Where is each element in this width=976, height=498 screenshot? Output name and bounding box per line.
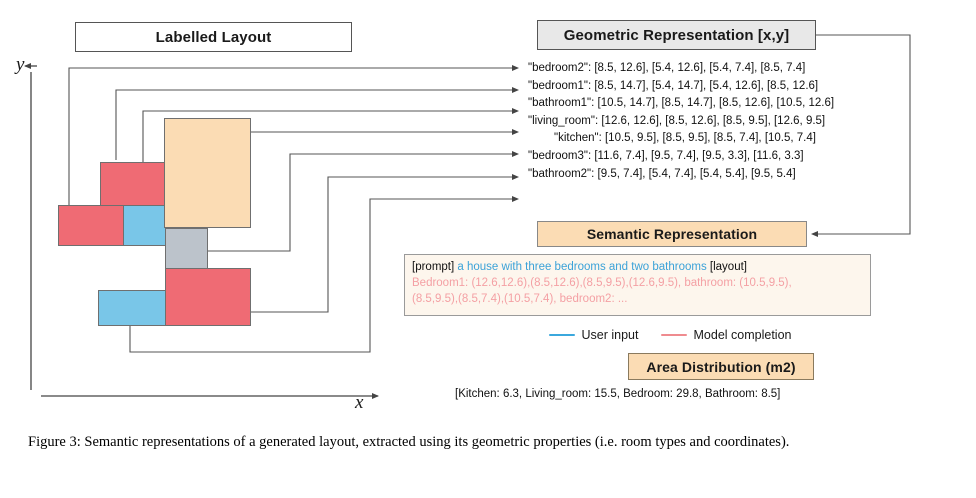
prompt-user-text: a house with three bedrooms and two bath… xyxy=(457,261,707,273)
area-distribution-values: [Kitchen: 6.3, Living_room: 15.5, Bedroo… xyxy=(455,388,781,400)
geometric-line-bathroom1: "bathroom1": [10.5, 14.7], [8.5, 14.7], … xyxy=(528,97,835,110)
geometric-line-bathroom2: "bathroom2": [9.5, 7.4], [5.4, 7.4], [5.… xyxy=(528,167,796,180)
legend-label-user-input: User input xyxy=(581,328,639,342)
y-axis-label: y xyxy=(16,54,25,75)
room-bedroom1 xyxy=(100,162,166,206)
geometric-line-kitchen: "kitchen": [10.5, 9.5], [8.5, 9.5], [8.5… xyxy=(554,132,816,145)
prompt-completion-block: [prompt] a house with three bedrooms and… xyxy=(404,254,871,316)
legend-label-model-completion: Model completion xyxy=(693,328,792,342)
legend-item-user-input: User input xyxy=(548,328,639,342)
room-bathroom1 xyxy=(123,205,166,246)
area-distribution-title: Area Distribution (m2) xyxy=(628,353,814,380)
room-kitchen xyxy=(165,228,208,269)
layout-tag: [layout] xyxy=(709,261,747,273)
labelled-layout-title: Labelled Layout xyxy=(75,22,352,52)
geometric-representation-title: Geometric Representation [x,y] xyxy=(537,20,816,50)
room-living-room xyxy=(164,118,251,228)
prompt-tag: [prompt] xyxy=(412,261,455,273)
legend: User input Model completion xyxy=(520,325,820,345)
figure-caption: Figure 3: Semantic representations of a … xyxy=(28,434,790,450)
semantic-representation-title: Semantic Representation xyxy=(537,221,807,247)
legend-swatch-model-completion xyxy=(660,333,687,337)
completion-line-1: Bedroom1: (12.6,12.6),(8.5,12.6),(8.5,9.… xyxy=(412,277,792,289)
geometric-line-bedroom1: "bedroom1": [8.5, 14.7], [5.4, 14.7], [5… xyxy=(528,79,819,92)
completion-line-2: (8.5,9.5),(8.5,7.4),(10.5,7.4), bedroom2… xyxy=(412,293,628,305)
room-bedroom2 xyxy=(58,205,124,246)
prompt-first-line: [prompt] a house with three bedrooms and… xyxy=(412,259,863,275)
geometric-line-bedroom3: "bedroom3": [11.6, 7.4], [9.5, 7.4], [9.… xyxy=(528,149,804,162)
room-bedroom3 xyxy=(165,268,251,326)
x-axis-label: x xyxy=(355,392,364,413)
legend-swatch-user-input xyxy=(548,333,575,337)
legend-item-model-completion: Model completion xyxy=(660,328,792,342)
geometric-line-bedroom2: "bedroom2": [8.5, 12.6], [5.4, 12.6], [5… xyxy=(528,62,806,74)
room-bathroom2 xyxy=(98,290,166,326)
geometric-lines-list: "bedroom2": [8.5, 12.6], [5.4, 12.6], [5… xyxy=(528,60,928,183)
geometric-line-living-room: "living_room": [12.6, 12.6], [8.5, 12.6]… xyxy=(528,114,826,127)
